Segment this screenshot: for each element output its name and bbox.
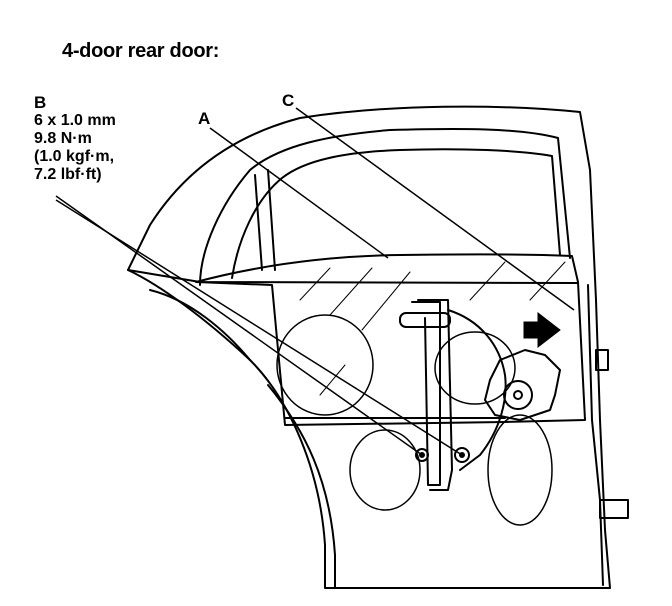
inner-panel-edge [127,269,579,361]
regulator-rail [411,301,441,486]
bolt-b-right [454,447,470,463]
torque-lbf: 7.2 lbf·ft) [34,166,102,183]
bolt-b-left [415,448,429,462]
leader-line-b2 [55,199,463,456]
callout-b-label: B [34,93,47,112]
diagram-title: 4-door rear door: [62,40,220,62]
glass-hatching [299,261,566,396]
lower-door-edge [267,384,336,589]
window-frame [199,127,571,286]
window-motor-body [484,349,561,421]
leader-line-c [295,107,575,311]
bolt-spec-b: 6 x 1.0 mm 9.8 N·m (1.0 kgf·m, 7.2 lbf·f… [34,112,116,184]
torque-nm: 9.8 N·m [34,130,92,147]
callout-c-label: C [282,91,295,110]
motor-gear [503,380,533,410]
motor-hub [513,390,523,400]
leader-line-a [209,127,389,259]
arrow-right-icon [523,311,561,349]
access-hole-front [276,314,374,416]
window-frame-inner [231,148,561,279]
regulator-channel [417,299,453,491]
regulator-cable [447,309,507,471]
access-hole-lower [349,429,421,511]
latch-bracket-upper [595,349,609,371]
rear-channel [254,169,276,271]
torque-kgf: (1.0 kgf·m, [34,148,115,165]
window-glass [195,253,586,426]
callout-a-label: A [198,109,211,128]
latch-bracket-lower [599,499,629,519]
door-latch-edge [587,284,604,586]
bolt-size: 6 x 1.0 mm [34,112,116,129]
access-hole-rear [487,414,553,526]
access-hole-middle [434,331,516,405]
glass-carrier [399,312,451,328]
